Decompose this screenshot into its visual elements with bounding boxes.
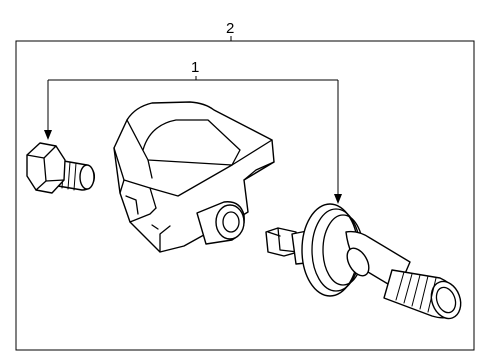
- assembly-frame: [15, 40, 475, 351]
- callout-1-bracket: [44, 76, 342, 204]
- valve-stem: [265, 203, 462, 320]
- callout-2-label: 2: [226, 20, 234, 37]
- hex-bolt: [26, 142, 96, 194]
- callout-1-label: 1: [191, 59, 199, 76]
- tpms-sensor: [113, 101, 275, 253]
